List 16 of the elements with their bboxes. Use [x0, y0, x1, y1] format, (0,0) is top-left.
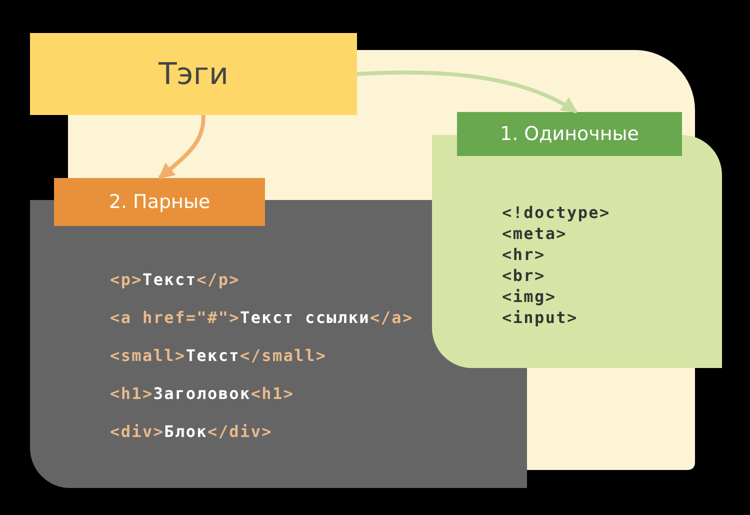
code-line: <hr>: [502, 244, 546, 265]
code-line: <input>: [502, 307, 578, 328]
code-line: <!doctype>: [502, 202, 610, 223]
title-box: Тэги: [30, 33, 357, 115]
category-header: 1. Одиночные: [457, 112, 682, 156]
code-line: <br>: [502, 265, 546, 286]
code-line: <h1>Заголовок<h1>: [110, 383, 294, 405]
category-header: 2. Парные: [54, 178, 265, 226]
arrow: [356, 70, 578, 114]
code-line: <meta>: [502, 223, 567, 244]
code-line: <img>: [502, 286, 556, 307]
arrow: [158, 115, 206, 180]
code-line: <div>Блок</div>: [110, 421, 273, 443]
code-line: <small>Текст</small>: [110, 345, 327, 367]
code-line: <a href="#">Текст ссылки</a>: [110, 307, 414, 329]
code-line: <p>Текст</p>: [110, 269, 240, 291]
